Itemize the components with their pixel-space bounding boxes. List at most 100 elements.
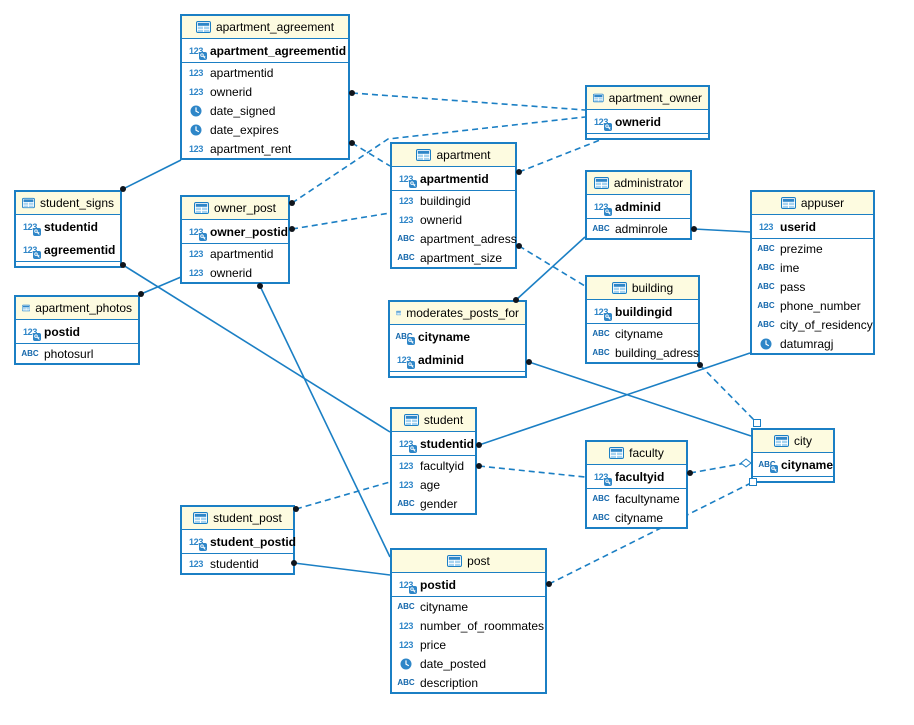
column-name: adminid bbox=[615, 199, 662, 214]
table-header[interactable]: student bbox=[392, 409, 475, 432]
relation-moderates_posts_for-city bbox=[528, 361, 752, 437]
table-icon bbox=[396, 310, 402, 316]
primary-key-icon bbox=[407, 337, 415, 345]
text-type-icon: ABC bbox=[397, 678, 415, 687]
table-name: owner_post bbox=[213, 201, 277, 215]
relation-post-city bbox=[548, 481, 754, 585]
table-header[interactable]: apartment bbox=[392, 144, 515, 167]
table-header[interactable]: apartment_agreement bbox=[182, 16, 348, 39]
relation-apartment-apartment_owner bbox=[518, 139, 601, 173]
table-header[interactable]: apartment_owner bbox=[587, 87, 708, 110]
primary-key-icon bbox=[33, 332, 41, 341]
table-header[interactable]: faculty bbox=[587, 442, 686, 465]
column-date_posted[interactable]: date_posted bbox=[392, 654, 545, 673]
table-icon bbox=[774, 435, 789, 447]
table-name: student_signs bbox=[39, 196, 114, 210]
column-datumragj[interactable]: datumragj bbox=[752, 334, 873, 353]
table-header[interactable]: appuser bbox=[752, 192, 873, 215]
column-name: cityname bbox=[615, 510, 664, 525]
column-date_signed[interactable]: date_signed bbox=[182, 101, 348, 120]
numeric-type-icon: 123 bbox=[398, 438, 414, 449]
table-header[interactable]: student_post bbox=[182, 507, 293, 530]
relation-student_signs-apartment_agreement bbox=[122, 159, 182, 190]
table-header[interactable]: building bbox=[587, 277, 698, 300]
table-header[interactable]: city bbox=[753, 430, 833, 453]
table-header[interactable]: student_signs bbox=[16, 192, 120, 215]
table-header[interactable]: administrator bbox=[587, 172, 690, 195]
table-header[interactable]: owner_post bbox=[182, 197, 288, 220]
column-date_expires[interactable]: date_expires bbox=[182, 120, 348, 139]
table-icon bbox=[416, 149, 432, 161]
table-header[interactable]: post bbox=[392, 550, 545, 573]
numeric-type-icon: 123 bbox=[22, 221, 38, 232]
column-name: price bbox=[420, 637, 447, 652]
column-name: adminid bbox=[418, 352, 465, 367]
table-header[interactable]: moderates_posts_for bbox=[390, 302, 525, 325]
table-header[interactable]: apartment_photos bbox=[16, 297, 138, 320]
